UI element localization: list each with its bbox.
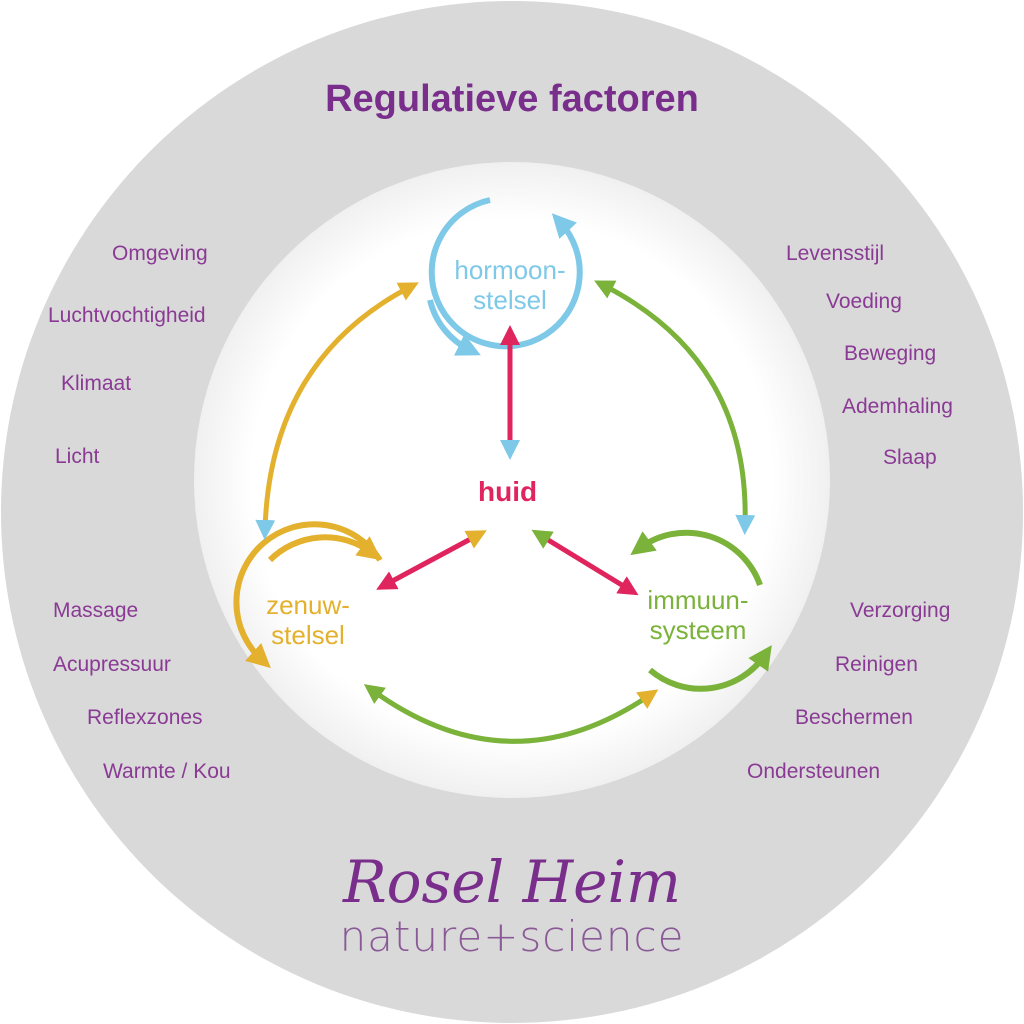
factor-ademhaling: Ademhaling bbox=[842, 395, 953, 418]
factor-klimaat: Klimaat bbox=[61, 372, 132, 395]
node-hormone: hormoon- stelsel bbox=[420, 255, 600, 315]
connector-skin-nerve bbox=[376, 530, 487, 590]
connector-nerve-immune bbox=[363, 684, 659, 744]
factor-omgeving: Omgeving bbox=[112, 242, 208, 265]
hormone-cycle-arrow-b bbox=[427, 299, 481, 356]
center-label-skin: huid bbox=[478, 476, 538, 507]
hormone-cycle-arrow bbox=[428, 197, 583, 350]
factor-acupressuur: Acupressuur bbox=[53, 653, 171, 676]
factor-massage: Massage bbox=[53, 599, 139, 622]
factor-beweging: Beweging bbox=[844, 342, 937, 365]
node-hormone-line2: stelsel bbox=[473, 285, 547, 315]
brand-logo-tagline: nature+science bbox=[339, 912, 685, 961]
immune-cycle-arrow bbox=[648, 645, 772, 692]
factor-slaap: Slaap bbox=[883, 446, 937, 469]
factor-warmte-kou: Warmte / Kou bbox=[103, 760, 231, 783]
factor-luchtvochtigheid: Luchtvochtigheid bbox=[48, 304, 206, 327]
brand-logo-script: Rosel Heim bbox=[342, 848, 682, 916]
node-hormone-line1: hormoon- bbox=[454, 255, 566, 285]
factor-beschermen: Beschermen bbox=[795, 706, 913, 729]
factor-voeding: Voeding bbox=[826, 290, 902, 313]
node-nerve: zenuw- stelsel bbox=[228, 590, 388, 650]
factor-reinigen: Reinigen bbox=[835, 653, 918, 676]
immune-cycle-arrow-b bbox=[630, 529, 763, 586]
factor-ondersteunen: Ondersteunen bbox=[747, 760, 881, 783]
node-nerve-line1: zenuw- bbox=[266, 590, 350, 620]
factor-reflexzones: Reflexzones bbox=[87, 706, 203, 729]
page-title: Regulatieve factoren bbox=[325, 78, 699, 120]
connector-hormone-immune bbox=[594, 280, 756, 535]
factor-licht: Licht bbox=[55, 445, 100, 468]
node-immune-line2: systeem bbox=[649, 615, 747, 645]
node-nerve-line2: stelsel bbox=[271, 620, 345, 650]
node-immune-line1: immuun- bbox=[647, 585, 749, 615]
factor-levensstijl: Levensstijl bbox=[786, 242, 885, 265]
factor-verzorging: Verzorging bbox=[850, 599, 951, 622]
connector-skin-immune bbox=[531, 529, 639, 596]
node-immune: immuun- systeem bbox=[608, 585, 788, 645]
connector-hormone-nerve bbox=[255, 282, 419, 540]
